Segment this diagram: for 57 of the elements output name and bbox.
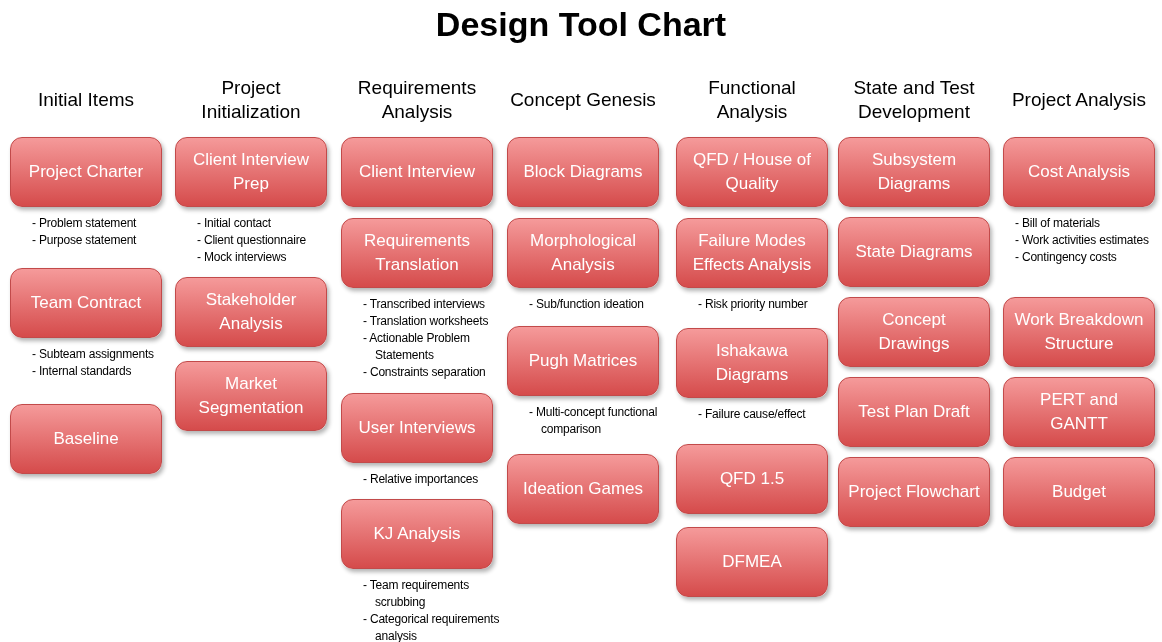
tool-box: Baseline xyxy=(10,404,162,474)
bullet-item: - Internal standards xyxy=(32,363,133,380)
tool-box: DFMEA xyxy=(676,527,828,597)
tool-box: Budget xyxy=(1003,457,1155,527)
bullet-item: - Client questionnaire xyxy=(197,232,307,249)
tool-box: Work Breakdown Structure xyxy=(1003,297,1155,367)
tool-box: KJ Analysis xyxy=(341,499,493,569)
tool-box: Requirements Translation xyxy=(341,218,493,288)
bullet-item: - Translation worksheets xyxy=(363,313,490,330)
bullet-item: - Problem statement xyxy=(32,215,138,232)
bullet-item: - Work activities estimates xyxy=(1015,232,1150,249)
tool-box: Ideation Games xyxy=(507,454,659,524)
tool-box: Client Interview xyxy=(341,137,493,207)
bullet-item: - Relative importances xyxy=(363,471,479,488)
bullet-item: - Bill of materials xyxy=(1015,215,1101,232)
tool-box: Block Diagrams xyxy=(507,137,659,207)
tool-box: PERT and GANTT xyxy=(1003,377,1155,447)
bullet-item: - Initial contact xyxy=(197,215,272,232)
bullet-item: - Categorical requirements analysis xyxy=(363,611,501,642)
bullet-item: - Purpose statement xyxy=(32,232,138,249)
column-heading: Functional Analysis xyxy=(707,76,797,124)
tool-box: User Interviews xyxy=(341,393,493,463)
bullet-item: - Transcribed interviews xyxy=(363,296,486,313)
tool-box: Subsystem Diagrams xyxy=(838,137,990,207)
column-heading: Requirements Analysis xyxy=(356,76,478,124)
column-heading: Project Analysis xyxy=(1010,88,1148,112)
tool-box: Project Charter xyxy=(10,137,162,207)
tool-box: Ishakawa Diagrams xyxy=(676,328,828,398)
chart-title: Design Tool Chart xyxy=(434,4,728,45)
column-heading: Initial Items xyxy=(36,88,136,112)
tool-box: Client Interview Prep xyxy=(175,137,327,207)
tool-box: QFD / House of Quality xyxy=(676,137,828,207)
bullet-item: - Mock interviews xyxy=(197,249,288,266)
bullet-item: - Multi-concept functional comparison xyxy=(529,404,659,438)
column-heading: State and Test Development xyxy=(852,76,976,124)
tool-box: Concept Drawings xyxy=(838,297,990,367)
tool-box: Failure Modes Effects Analysis xyxy=(676,218,828,288)
bullet-item: - Constraints separation xyxy=(363,364,487,381)
bullet-item: - Sub/function ideation xyxy=(529,296,645,313)
tool-box: Test Plan Draft xyxy=(838,377,990,447)
tool-box: Stakeholder Analysis xyxy=(175,277,327,347)
bullet-item: - Contingency costs xyxy=(1015,249,1118,266)
tool-box: QFD 1.5 xyxy=(676,444,828,514)
tool-box: State Diagrams xyxy=(838,217,990,287)
bullet-item: - Subteam assignments xyxy=(32,346,155,363)
bullet-item: - Failure cause/effect xyxy=(698,406,807,423)
tool-box: Project Flowchart xyxy=(838,457,990,527)
bullet-item: - Actionable Problem Statements xyxy=(363,330,471,364)
bullet-item: - Risk priority number xyxy=(698,296,809,313)
tool-box: Cost Analysis xyxy=(1003,137,1155,207)
column-heading: Project Initialization xyxy=(200,76,302,124)
tool-box: Team Contract xyxy=(10,268,162,338)
tool-box: Pugh Matrices xyxy=(507,326,659,396)
column-heading: Concept Genesis xyxy=(509,88,657,112)
tool-box: Market Segmentation xyxy=(175,361,327,431)
bullet-item: - Team requirements scrubbing xyxy=(363,577,471,611)
tool-box: Morphological Analysis xyxy=(507,218,659,288)
